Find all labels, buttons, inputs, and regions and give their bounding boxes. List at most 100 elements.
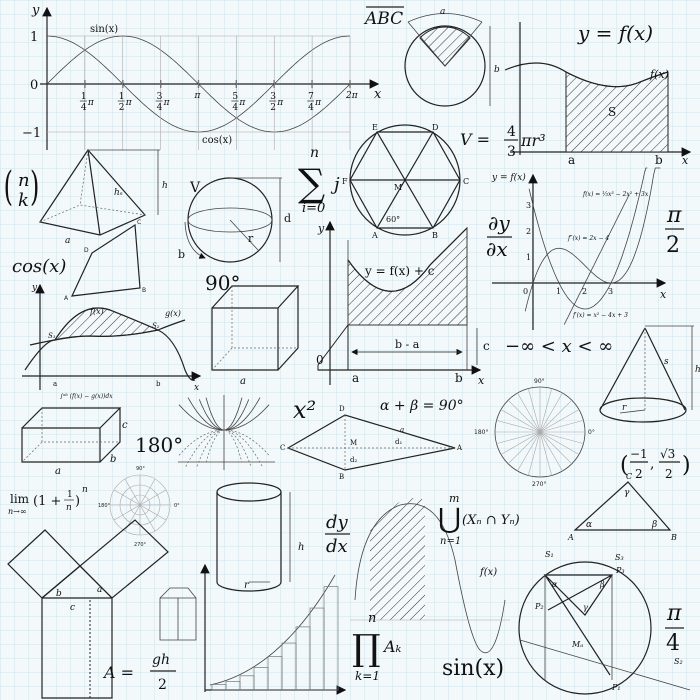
point-n2: √3 xyxy=(660,447,675,461)
histogram xyxy=(200,563,347,695)
cylinder-r: r xyxy=(244,580,250,591)
shift-origin: 0 xyxy=(316,353,324,367)
insc-p3: P₃ xyxy=(615,566,625,575)
quadrilateral: A D C B xyxy=(64,219,146,302)
box-c: c xyxy=(122,420,128,431)
hex-E: E xyxy=(372,123,378,132)
x-tick-den: 2 xyxy=(270,103,276,113)
product-expression: n ∏ Aₖ k=1 xyxy=(352,611,402,683)
protractor-ray xyxy=(539,431,563,472)
polar-ray xyxy=(139,478,156,506)
point-close: ) xyxy=(682,453,691,478)
cone-s: s xyxy=(664,357,669,367)
wave-f: f(x) xyxy=(479,567,497,578)
protractor-270: 270° xyxy=(532,481,546,488)
x-tick-pi: π xyxy=(194,91,202,101)
x-tick-den: 4 xyxy=(308,103,314,113)
between-f: f(x) xyxy=(89,307,104,316)
between-s2: S₂ xyxy=(152,322,160,330)
point-open: ( xyxy=(620,453,629,478)
parabola xyxy=(196,429,252,467)
rhombus-a: a xyxy=(400,426,404,434)
deriv-f1-label: f′(x) = x² − 4x + 3 xyxy=(572,312,628,319)
y-axis-label: y xyxy=(31,3,40,18)
protractor-ray xyxy=(539,431,580,455)
cone-h: h xyxy=(695,365,700,375)
deriv-y-label: y = f(x) xyxy=(491,172,526,183)
pi-quarter-den: 4 xyxy=(666,631,680,656)
cone-r: r xyxy=(622,403,627,413)
insc-s2: S₂ xyxy=(674,657,683,666)
pyth-a: a xyxy=(97,585,102,595)
binomial-top: n xyxy=(18,170,30,191)
hex-B: B xyxy=(432,231,438,240)
limit-close: ) xyxy=(75,494,80,509)
protractor-ray xyxy=(496,420,541,433)
pi-half-den: 2 xyxy=(666,233,680,258)
binomial-coefficient: ( n k ) xyxy=(4,162,40,211)
protractor-ray xyxy=(507,431,541,465)
insc-s3: S₃ xyxy=(615,553,624,562)
between-g: g(x) xyxy=(165,309,181,318)
protractor-ray xyxy=(500,409,541,433)
x-tick-num: 5 xyxy=(232,92,238,102)
dy-dx: dy dx xyxy=(325,512,350,557)
hex-angle: 60° xyxy=(386,215,400,224)
dydx-den: dx xyxy=(326,536,348,557)
hex-M: M xyxy=(394,183,402,192)
sum-bottom: i=0 xyxy=(302,201,325,216)
protractor-ray xyxy=(539,392,563,433)
protractor-0: 0° xyxy=(588,429,595,436)
partial-derivative: ∂y ∂x xyxy=(486,211,512,261)
infinity-range: −∞ < x < ∞ xyxy=(505,336,613,357)
deriv-y2: 2 xyxy=(526,227,531,236)
f-curve xyxy=(524,167,661,312)
between-a: a xyxy=(53,380,57,388)
deriv-f-label: f(x) = ⅓x³ − 2x² + 3x xyxy=(582,191,649,198)
svg-text:(: ( xyxy=(4,162,13,209)
x-tick-pi: π xyxy=(314,98,322,108)
sin-text: sin(x) xyxy=(442,656,504,681)
deriv-x0: 0 xyxy=(523,287,528,296)
protractor-ray xyxy=(507,399,541,433)
rhombus-d2: d₂ xyxy=(350,456,357,464)
sum-term: j xyxy=(330,174,340,195)
unit-circle-point: ( −1 2 , √3 2 ) xyxy=(620,447,691,481)
pyramid-h: h xyxy=(162,181,168,191)
deriv-x2: 2 xyxy=(582,287,587,296)
y-tick-0: 0 xyxy=(30,78,38,93)
protractor-circle: 90° 0° 180° 270° xyxy=(474,378,595,488)
formula-lhs: V = xyxy=(460,130,490,149)
polar-ray xyxy=(139,504,156,532)
area-between-curves-graph: f(x) g(x) S₁ S₂ a b x y ∫ᵃᵇ (f(x) − g(x)… xyxy=(22,283,202,400)
sphere-b: b xyxy=(178,248,185,261)
polar-ray xyxy=(139,489,167,506)
partial-den: ∂x xyxy=(486,237,508,261)
point-comma: , xyxy=(650,456,654,472)
tri-C: C xyxy=(626,472,632,481)
rhombus-d1: d₁ xyxy=(395,438,402,446)
pyramid: h hₛ a xyxy=(39,149,168,246)
pyramid-hs: hₛ xyxy=(114,188,123,198)
polar-180: 180° xyxy=(98,503,111,509)
area-b-label: b xyxy=(655,153,663,167)
between-b: b xyxy=(156,380,161,388)
insc-beta: β xyxy=(599,580,605,589)
point-n1: −1 xyxy=(630,447,648,461)
x-axis-label: x xyxy=(374,87,382,102)
between-s1: S₁ xyxy=(48,332,56,340)
rhombus-B: B xyxy=(339,473,344,481)
sphere: V d r b xyxy=(178,177,291,263)
area-a-label: a xyxy=(568,153,575,167)
hex-C: C xyxy=(463,177,469,186)
insc-p1: P₁ xyxy=(611,683,621,692)
limit-sub: n→∞ xyxy=(8,507,27,516)
tri-B: B xyxy=(670,533,677,542)
union-symbol: ⋃ xyxy=(438,502,461,535)
limit-body: (1 + xyxy=(33,494,61,509)
cube: a xyxy=(211,285,300,387)
sphere-r: r xyxy=(248,232,254,245)
prod-symbol: ∏ xyxy=(352,628,381,669)
between-integral: ∫ᵃᵇ (f(x) − g(x))dx xyxy=(60,393,113,400)
